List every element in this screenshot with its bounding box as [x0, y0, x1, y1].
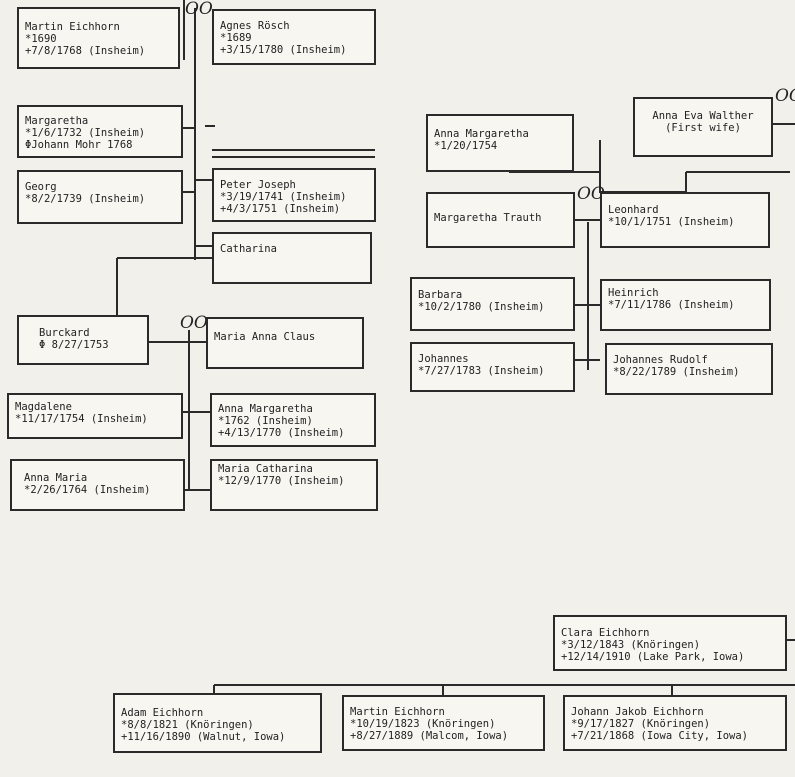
person-name: Anna Eva Walther	[652, 110, 754, 122]
person-box-johannes: Johannes *7/27/1783 (Insheim)	[410, 342, 575, 392]
person-box-peter-joseph: Peter Joseph *3/19/1741 (Insheim) +4/3/1…	[212, 168, 376, 222]
person-name: Georg	[25, 181, 57, 193]
person-box-anna-maria: Anna Maria *2/26/1764 (Insheim)	[10, 459, 185, 511]
person-box-margaretha-trauth: Margaretha Trauth	[426, 192, 575, 248]
person-birth: *8/2/1739 (Insheim)	[25, 193, 146, 205]
person-birth: *1/20/1754	[434, 140, 498, 152]
person-box-agnes-rosch: Agnes Rösch *1689 +3/15/1780 (Insheim)	[212, 9, 376, 65]
person-death: +3/15/1780 (Insheim)	[220, 44, 347, 56]
person-birth: *10/1/1751 (Insheim)	[608, 216, 735, 228]
person-death: +8/27/1889 (Malcom, Iowa)	[350, 730, 509, 742]
person-birth: *10/2/1780 (Insheim)	[418, 301, 545, 313]
person-box-maria-anna-claus: Maria Anna Claus	[206, 317, 364, 369]
person-box-martin-eichhorn-1823: Martin Eichhorn *10/19/1823 (Knöringen) …	[342, 695, 545, 751]
person-birth: *9/17/1827 (Knöringen)	[571, 718, 711, 730]
person-name: Heinrich	[608, 287, 659, 299]
marriage-symbol: OO	[185, 0, 213, 19]
person-name: Leonhard	[608, 204, 659, 216]
person-death: +7/21/1868 (Iowa City, Iowa)	[571, 730, 749, 742]
person-box-burckard: Burckard Φ 8/27/1753	[17, 315, 149, 365]
person-box-anna-eva-walther: Anna Eva Walther (First wife)	[633, 97, 773, 157]
person-box-barbara: Barbara *10/2/1780 (Insheim)	[410, 277, 575, 331]
person-birth: *1689	[220, 32, 252, 44]
person-name: Anna Maria	[24, 472, 88, 484]
person-name: Magdalene	[15, 401, 72, 413]
person-box-catharina: Catharina	[212, 232, 372, 284]
person-birth: *2/26/1764 (Insheim)	[24, 484, 151, 496]
person-death: +12/14/1910 (Lake Park, Iowa)	[561, 651, 745, 663]
person-birth: *7/11/1786 (Insheim)	[608, 299, 735, 311]
marriage-symbol: OO	[577, 184, 605, 204]
person-name: Agnes Rösch	[220, 20, 290, 32]
person-birth: *1/6/1732 (Insheim)	[25, 127, 146, 139]
person-death: +7/8/1768 (Insheim)	[25, 45, 146, 57]
person-name: Burckard	[39, 327, 90, 339]
person-name: Martin Eichhorn	[350, 706, 445, 718]
person-box-johannes-rudolf: Johannes Rudolf *8/22/1789 (Insheim)	[605, 343, 773, 395]
person-box-martin-eichhorn-1690: Martin Eichhorn *1690 +7/8/1768 (Insheim…	[17, 7, 180, 69]
person-box-maria-catharina: Maria Catharina *12/9/1770 (Insheim)	[210, 459, 378, 511]
person-box-adam-eichhorn: Adam Eichhorn *8/8/1821 (Knöringen) +11/…	[113, 693, 322, 753]
person-birth: *3/12/1843 (Knöringen)	[561, 639, 701, 651]
person-birth: *11/17/1754 (Insheim)	[15, 413, 148, 425]
person-birth: *7/27/1783 (Insheim)	[418, 365, 545, 377]
person-name: Johannes	[418, 353, 469, 365]
person-spouse: ΦJohann Mohr 1768	[25, 139, 133, 151]
person-birth: *8/22/1789 (Insheim)	[613, 366, 740, 378]
marriage-symbol: OO	[775, 86, 795, 106]
marriage-symbol: OO	[180, 313, 208, 333]
person-death: +4/13/1770 (Insheim)	[218, 427, 345, 439]
person-death: +11/16/1890 (Walnut, Iowa)	[121, 731, 286, 743]
person-box-georg: Georg *8/2/1739 (Insheim)	[17, 170, 183, 224]
person-name: Adam Eichhorn	[121, 707, 204, 719]
person-name: Anna Margaretha	[434, 128, 529, 140]
person-birth: *12/9/1770 (Insheim)	[218, 475, 345, 487]
person-box-johann-jakob-eichhorn: Johann Jakob Eichhorn *9/17/1827 (Knörin…	[563, 695, 787, 751]
person-box-magdalene: Magdalene *11/17/1754 (Insheim)	[7, 393, 183, 439]
person-name: Johannes Rudolf	[613, 354, 708, 366]
person-birth: *3/19/1741 (Insheim)	[220, 191, 347, 203]
person-box-heinrich: Heinrich *7/11/1786 (Insheim)	[600, 279, 771, 331]
person-box-anna-margaretha-1762: Anna Margaretha *1762 (Insheim) +4/13/17…	[210, 393, 376, 447]
person-birth: *1762 (Insheim)	[218, 415, 313, 427]
person-name: Margaretha Trauth	[434, 212, 542, 224]
person-marriage-date: Φ 8/27/1753	[39, 339, 109, 351]
person-name: Johann Jakob Eichhorn	[571, 706, 704, 718]
person-name: Maria Anna Claus	[214, 331, 316, 343]
person-box-leonhard: Leonhard *10/1/1751 (Insheim)	[600, 192, 770, 248]
person-birth: *8/8/1821 (Knöringen)	[121, 719, 254, 731]
person-birth: *1690	[25, 33, 57, 45]
person-name: Peter Joseph	[220, 179, 296, 191]
person-name: Catharina	[220, 243, 277, 255]
person-note: (First wife)	[665, 122, 741, 134]
person-name: Margaretha	[25, 115, 89, 127]
person-box-clara-eichhorn: Clara Eichhorn *3/12/1843 (Knöringen) +1…	[553, 615, 787, 671]
person-name: Anna Margaretha	[218, 403, 313, 415]
person-name: Clara Eichhorn	[561, 627, 650, 639]
person-birth: *10/19/1823 (Knöringen)	[350, 718, 496, 730]
person-box-anna-margaretha-1754: Anna Margaretha *1/20/1754	[426, 114, 574, 172]
person-name: Barbara	[418, 289, 463, 301]
person-death: +4/3/1751 (Insheim)	[220, 203, 341, 215]
person-name: Maria Catharina	[218, 463, 313, 475]
person-box-margaretha-1732: Margaretha *1/6/1732 (Insheim) ΦJohann M…	[17, 105, 183, 158]
person-name: Martin Eichhorn	[25, 21, 120, 33]
